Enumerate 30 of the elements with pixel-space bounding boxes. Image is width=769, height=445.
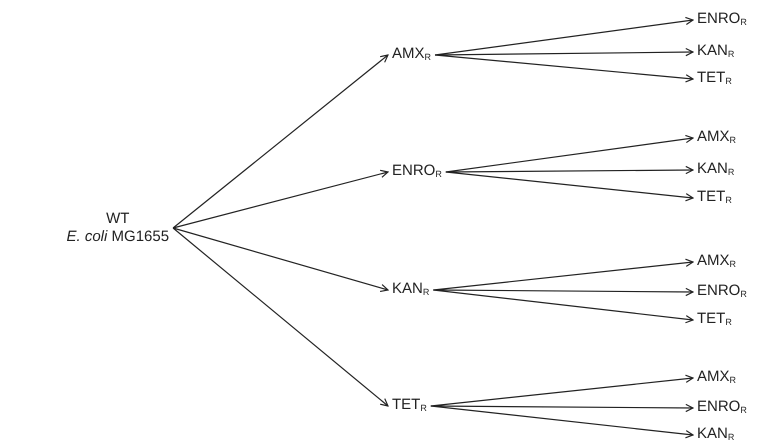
arrow bbox=[172, 228, 389, 407]
resistance-label: TET$_{R}$ bbox=[697, 310, 732, 328]
arrow bbox=[434, 16, 694, 56]
resistance-label: ENRO$_{R}$ bbox=[697, 10, 747, 28]
resistance-label: KAN$_{R}$ bbox=[697, 424, 734, 444]
resistance-label: AMX$_{R}$ bbox=[697, 252, 736, 270]
resistance-label: KAN$_{R}$ bbox=[697, 160, 734, 178]
arrow bbox=[434, 54, 694, 82]
resistance-label: TET$_{R}$ bbox=[697, 188, 732, 206]
resistance-label: ENRO$_{R}$ bbox=[697, 282, 747, 300]
arrow bbox=[430, 405, 694, 438]
resistance-label: ENRO$_{R}$ bbox=[697, 398, 747, 416]
strain-label: E. coli MG1655 bbox=[66, 228, 170, 246]
resistance-label: AMX$_{R}$ bbox=[392, 44, 432, 64]
arrow bbox=[172, 54, 389, 228]
resistance-label: KAN$_{R}$ bbox=[392, 280, 430, 298]
resistance-label: TET$_{R}$ bbox=[392, 396, 427, 414]
arrow bbox=[433, 258, 694, 291]
resistance-label: AMX$_{R}$ bbox=[697, 128, 736, 146]
arrow bbox=[446, 171, 694, 202]
arrow bbox=[172, 227, 389, 292]
arrow bbox=[446, 134, 694, 173]
strain-label: WT bbox=[105, 210, 130, 228]
resistance-label: TET$_{R}$ bbox=[697, 68, 732, 88]
arrow bbox=[430, 374, 694, 407]
resistance-label: KAN$_{R}$ bbox=[697, 42, 734, 60]
arrow bbox=[433, 289, 694, 324]
resistance-label: ENRO$_{R}$ bbox=[392, 162, 442, 180]
resistance-label: AMX$_{R}$ bbox=[697, 368, 736, 386]
arrow bbox=[172, 170, 389, 229]
